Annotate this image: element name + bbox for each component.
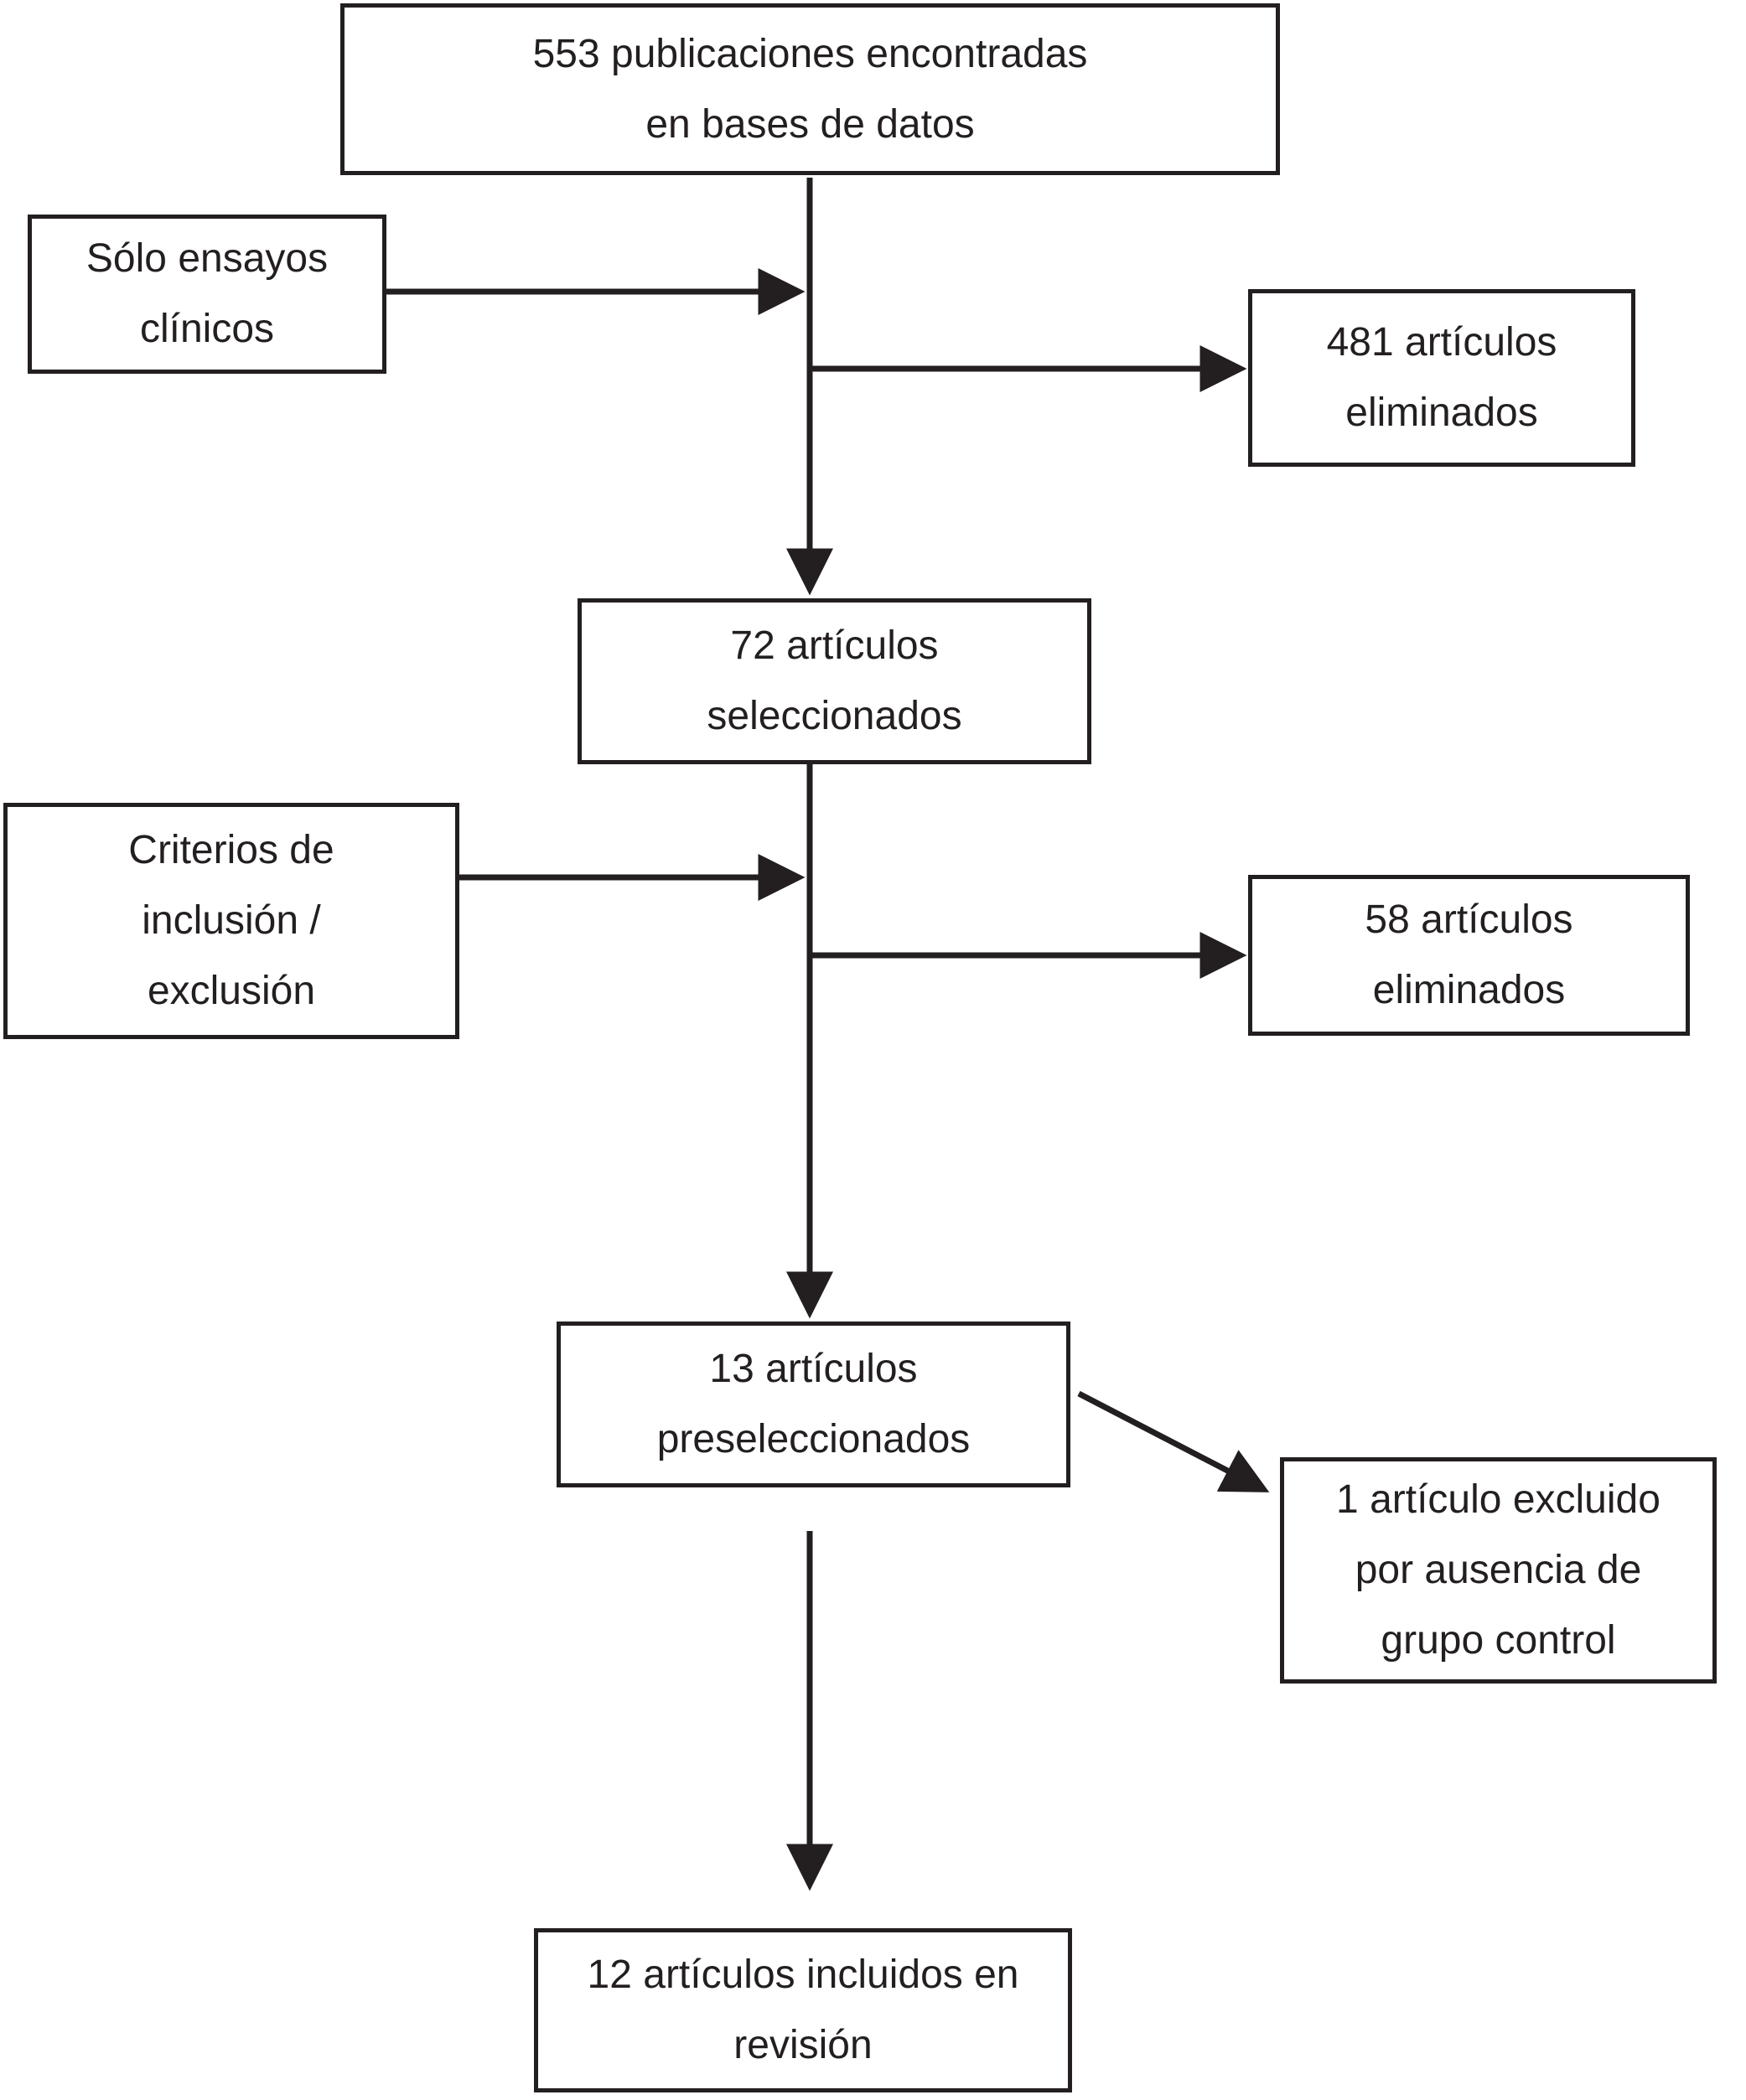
- box-481-eliminated-line-2: eliminados: [1345, 391, 1538, 435]
- box-72-selected: 72 artículos seleccionados: [578, 598, 1091, 764]
- box-58-eliminated: 58 artículos eliminados: [1248, 875, 1690, 1036]
- box-only-clinical-trials-line-1: Sólo ensayos: [85, 236, 329, 281]
- box-publications-found-line-1: 553 publicaciones encontradas: [532, 31, 1088, 76]
- box-58-eliminated-line-1: 58 artículos: [1365, 897, 1573, 942]
- box-inclusion-exclusion-criteria: Criterios de inclusión / exclusión: [3, 803, 459, 1039]
- box-publications-found-line-2: en bases de datos: [645, 101, 975, 147]
- box-13-preselected-line-2: preseleccionados: [656, 1417, 971, 1461]
- box-13-preselected: 13 artículos preseleccionados: [557, 1322, 1070, 1487]
- box-481-eliminated: 481 artículos eliminados: [1248, 289, 1635, 467]
- arrow-preselected-to-excluded: [1077, 1390, 1270, 1492]
- box-13-preselected-line-1: 13 artículos: [709, 1347, 918, 1391]
- box-criteria-line-3: exclusión: [147, 969, 316, 1013]
- box-58-eliminated-line-2: eliminados: [1372, 968, 1566, 1012]
- box-12-included: 12 artículos incluidos en revisión: [534, 1928, 1072, 2092]
- box-criteria-line-1: Criterios de: [128, 828, 334, 872]
- box-1-excluded-line-1: 1 artículo excluido: [1336, 1477, 1661, 1522]
- box-12-included-line-1: 12 artículos incluidos en: [587, 1953, 1019, 1997]
- box-criteria-line-2: inclusión /: [142, 898, 321, 943]
- box-12-included-line-2: revisión: [733, 2023, 873, 2067]
- box-publications-found: 553 publicaciones encontradas en bases d…: [340, 3, 1280, 175]
- box-1-excluded-line-3: grupo control: [1381, 1618, 1616, 1663]
- box-only-clinical-trials-line-2: clínicos: [139, 307, 275, 351]
- box-only-clinical-trials: Sólo ensayos clínicos: [28, 215, 386, 374]
- box-1-excluded: 1 artículo excluido por ausencia de grup…: [1280, 1457, 1717, 1684]
- box-481-eliminated-line-1: 481 artículos: [1326, 320, 1557, 365]
- box-1-excluded-line-2: por ausencia de: [1355, 1548, 1642, 1592]
- box-72-selected-line-1: 72 artículos: [730, 623, 939, 668]
- box-72-selected-line-2: seleccionados: [707, 694, 962, 738]
